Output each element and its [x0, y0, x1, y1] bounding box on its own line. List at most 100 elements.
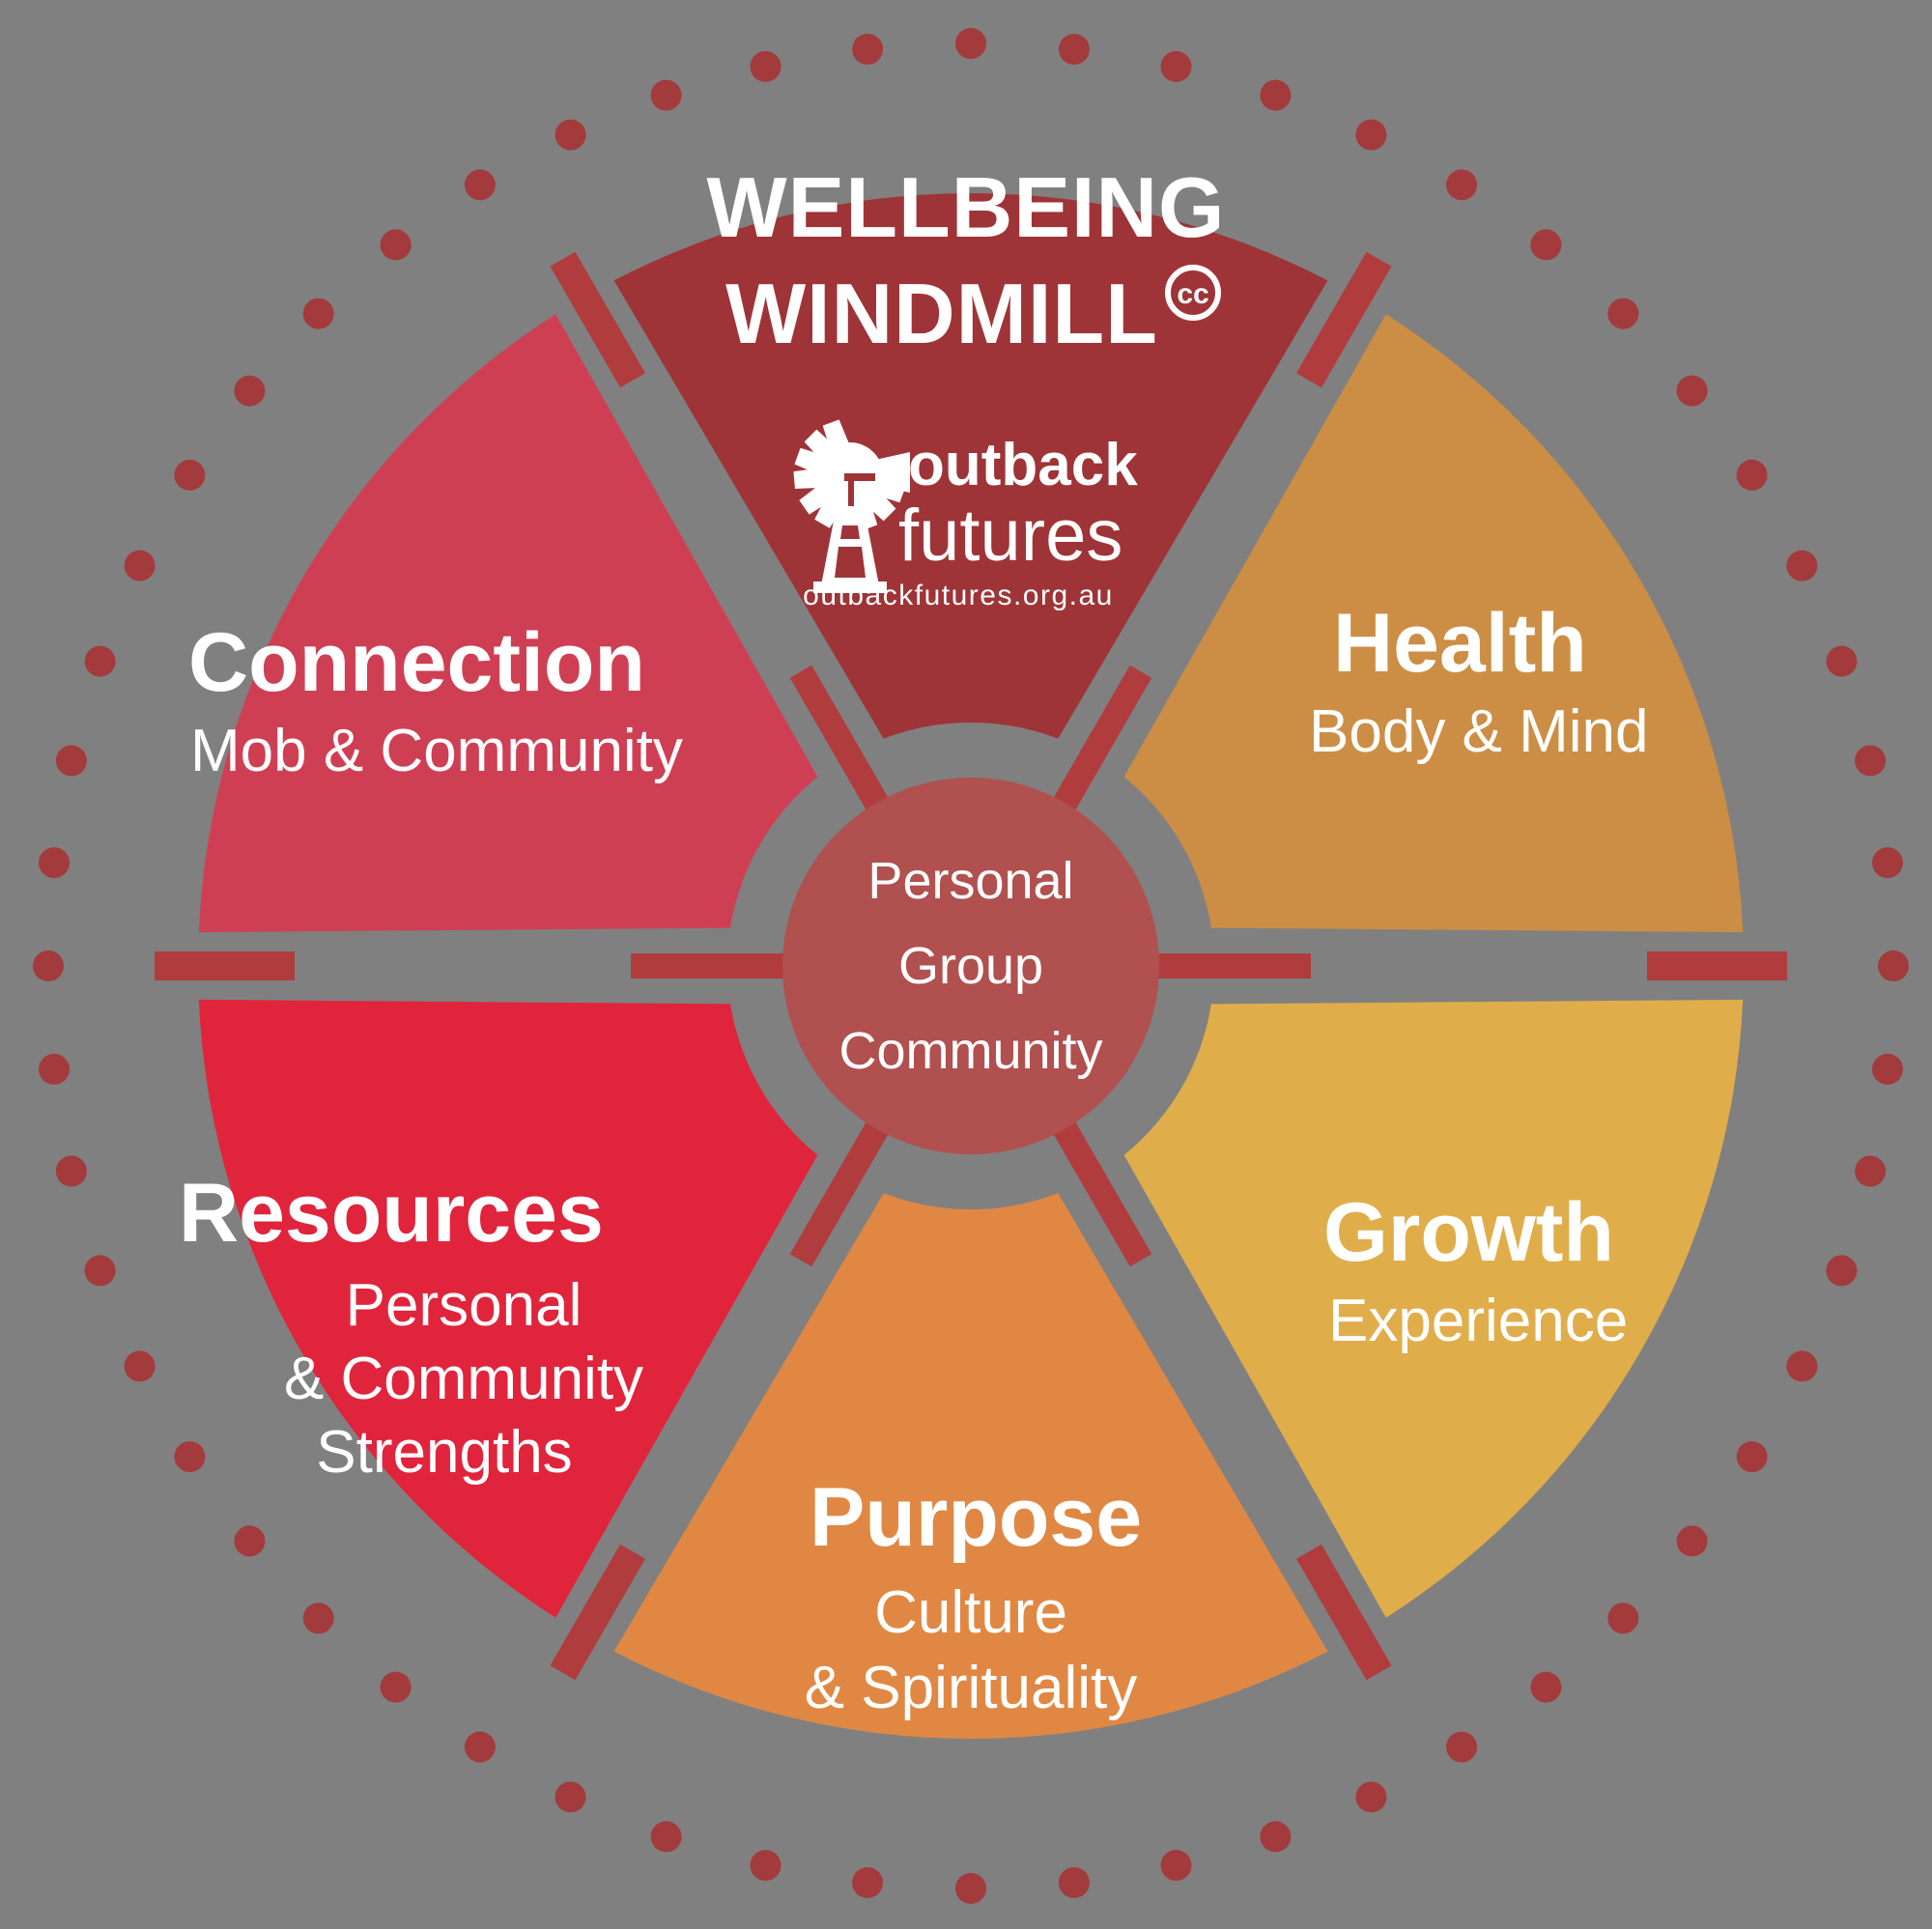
ring-dot	[1878, 950, 1909, 981]
hub-line-2: Group	[898, 937, 1043, 995]
ring-dot	[852, 1867, 884, 1898]
ring-dot	[1260, 1821, 1292, 1853]
ring-dot	[39, 847, 70, 879]
ring-dot	[1607, 1603, 1639, 1634]
ring-dot	[33, 950, 64, 981]
ring-dot	[852, 34, 884, 65]
ring-dot	[650, 1821, 682, 1853]
segment-subtitle-resources-1: Personal	[346, 1272, 582, 1339]
segment-subtitle-connection: Mob & Community	[190, 718, 683, 784]
ring-dot	[1786, 1350, 1818, 1382]
segment-subtitle-purpose-1: Culture	[874, 1579, 1067, 1646]
hub-circle	[782, 778, 1159, 1154]
segment-subtitle-purpose-2: & Spirituality	[805, 1655, 1138, 1721]
cc-copyright-mark: cc	[1165, 265, 1221, 321]
ring-dot	[1446, 1731, 1478, 1763]
segment-title-health: Health	[1333, 597, 1587, 690]
ring-dot	[1872, 847, 1903, 879]
outer-connector-bar	[1296, 251, 1392, 388]
ring-dot	[174, 459, 206, 491]
petal-health	[1123, 314, 1744, 933]
dotted-ring	[33, 28, 1909, 1904]
ring-dot	[1355, 119, 1387, 151]
segment-subtitle-resources-2: & Community	[284, 1346, 643, 1412]
ring-dot	[1260, 79, 1292, 111]
petal-segments	[198, 193, 1744, 1739]
logo-url: outbackfutures.org.au	[803, 580, 1114, 611]
hub-line-1: Personal	[867, 852, 1073, 910]
ring-dot	[1160, 1850, 1192, 1882]
ring-dot	[234, 1525, 266, 1557]
ring-dot	[1676, 1525, 1708, 1557]
ring-dot	[1736, 459, 1768, 491]
inner-spoke	[1050, 665, 1152, 815]
ring-dot	[1826, 645, 1858, 677]
ring-dot	[1058, 34, 1090, 65]
ring-dot	[380, 1671, 412, 1703]
ring-dot	[464, 169, 496, 201]
cc-letters: cc	[1177, 278, 1208, 310]
outer-connector-bar	[550, 251, 645, 388]
ring-dot	[1530, 229, 1562, 261]
ring-dot	[55, 1155, 87, 1187]
ring-dot	[124, 550, 156, 582]
ring-dot	[84, 1255, 116, 1287]
petal-purpose	[613, 1193, 1328, 1739]
ring-dot	[955, 1873, 986, 1904]
ring-dot	[1736, 1441, 1768, 1473]
ring-dot	[464, 1731, 496, 1763]
ring-dot	[554, 119, 586, 151]
segment-title-growth: Growth	[1323, 1186, 1614, 1279]
inner-spokes	[631, 665, 1311, 1267]
ring-dot	[380, 229, 412, 261]
hub-line-3: Community	[838, 1022, 1102, 1080]
ring-dot	[1855, 1155, 1887, 1187]
inner-spoke	[789, 1117, 892, 1267]
petal-connection	[198, 314, 818, 933]
ring-dot	[1826, 1255, 1858, 1287]
ring-dot	[302, 298, 334, 329]
ring-dot	[1160, 50, 1192, 82]
segment-title-connection: Connection	[188, 616, 645, 709]
ring-dot	[1676, 375, 1708, 407]
ring-dot	[1530, 1671, 1562, 1703]
segment-title-resources: Resources	[179, 1167, 604, 1260]
ring-dot	[1446, 169, 1478, 201]
logo-word-outback: outback	[908, 432, 1138, 498]
segment-subtitle-health: Body & Mind	[1309, 698, 1649, 765]
ring-dot	[650, 79, 682, 111]
petal-resources	[198, 999, 818, 1618]
diagram-title-line-2: WINDMILL	[725, 266, 1158, 361]
outer-connector-bar	[1296, 1544, 1392, 1681]
ring-dot	[1058, 1867, 1090, 1898]
outback-futures-logo: outback futures outbackfutures.org.au	[793, 419, 1138, 611]
outer-connector-bars	[155, 251, 1787, 1681]
ring-dot	[1786, 550, 1818, 582]
segment-subtitle-resources-3: Strengths	[316, 1419, 572, 1486]
ring-dot	[174, 1441, 206, 1473]
ring-dot	[750, 1850, 781, 1882]
logo-word-futures: futures	[898, 495, 1122, 577]
ring-dot	[1355, 1781, 1387, 1813]
ring-dot	[1872, 1053, 1903, 1085]
segment-title-purpose: Purpose	[810, 1471, 1142, 1564]
ring-dot	[302, 1603, 334, 1634]
ring-dot	[55, 745, 87, 777]
inner-spoke	[789, 665, 892, 815]
outer-connector-bar	[550, 1544, 645, 1681]
ring-dot	[234, 375, 266, 407]
windmill-icon	[793, 419, 910, 593]
ring-dot	[39, 1053, 70, 1085]
inner-spoke	[1050, 1117, 1152, 1267]
ring-dot	[554, 1781, 586, 1813]
ring-dot	[750, 50, 781, 82]
petal-growth	[1123, 999, 1744, 1618]
ring-dot	[1607, 298, 1639, 329]
ring-dot	[1855, 745, 1887, 777]
diagram-title-line-1: WELLBEING	[707, 159, 1226, 255]
ring-dot	[84, 645, 116, 677]
petal-wellbeing	[613, 193, 1328, 739]
ring-dot	[124, 1350, 156, 1382]
